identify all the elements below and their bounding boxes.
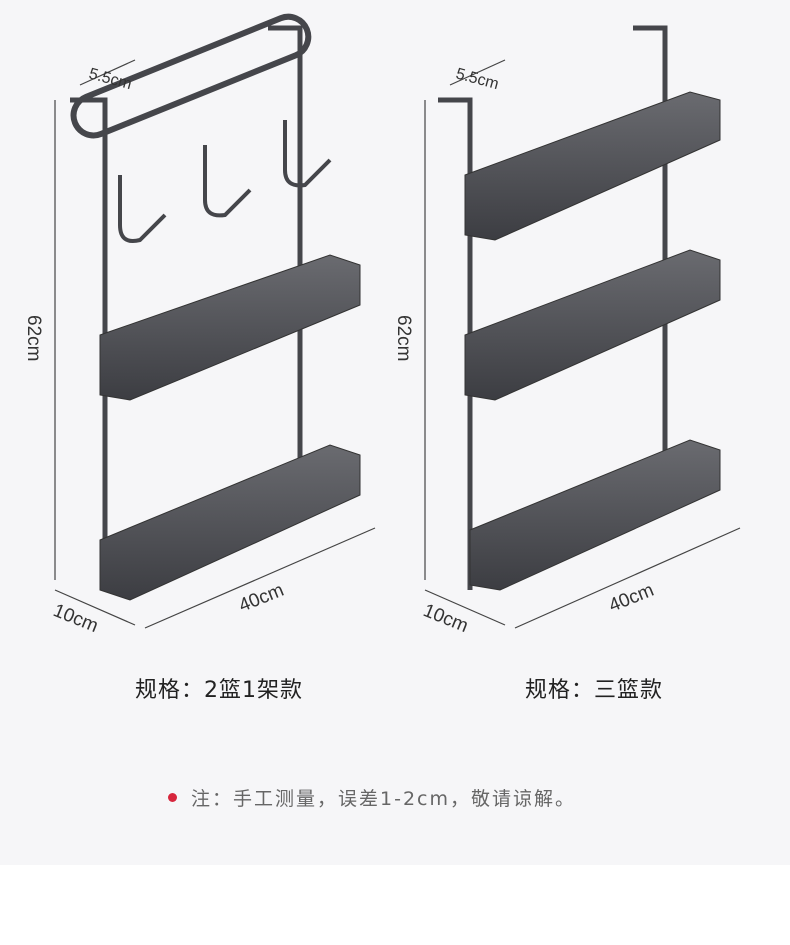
right-depth-label: 10cm [420,600,471,637]
bullet-dot-icon [168,793,177,802]
right-width-label: 40cm [606,580,657,617]
dimension-lines [54,59,741,629]
right-spec-label: 规格：三篮款 [525,678,664,703]
left-depth-label: 10cm [50,600,101,637]
right-height-label: 62cm [393,315,414,361]
left-rack [70,13,361,601]
right-rack [438,25,721,591]
left-height-label: 62cm [23,315,44,361]
right-hook-label: 5.5cm [454,65,500,93]
left-spec-label: 规格：2篮1架款 [135,678,303,703]
note-text: 注：手工测量，误差1-2cm，敬请谅解。 [191,788,576,810]
measurement-note: 注：手工测量，误差1-2cm，敬请谅解。 [168,784,576,811]
product-illustration: 62cm 62cm 40cm 40cm 10cm 10cm 5.5cm 5.5c… [23,13,741,637]
